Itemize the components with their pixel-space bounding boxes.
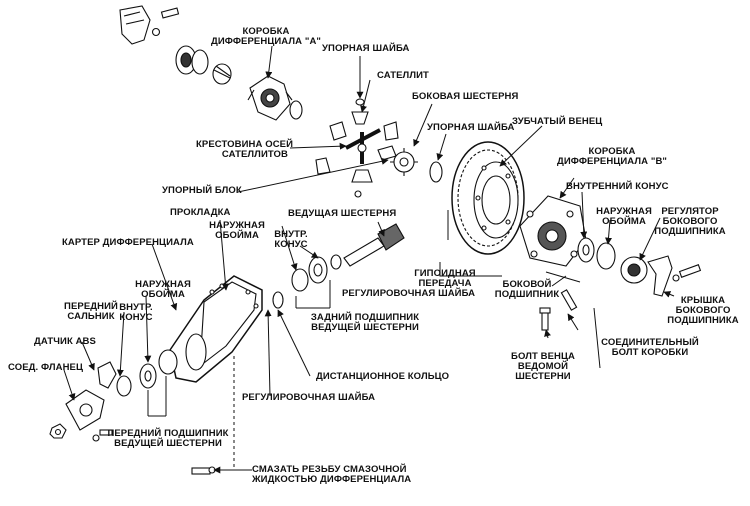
label-naruzhnaya-oboima-left: НАРУЖНАЯ ОБОЙМА — [135, 279, 191, 300]
side-gear-icon — [390, 148, 418, 176]
label-regulirovochnaya-1: РЕГУЛИРОВОЧНАЯ ШАЙБА — [342, 288, 476, 299]
label-vnutr-konus-mid: ВНУТР. КОНУС — [274, 229, 308, 250]
front-seal-icon — [116, 375, 132, 397]
case-bolt-icon — [560, 289, 578, 311]
label-bokovaya-shesternya: БОКОВАЯ ШЕСТЕРНЯ — [412, 91, 519, 102]
label-satellit: САТЕЛЛИТ — [377, 70, 429, 81]
bolt-top-icon — [151, 7, 180, 37]
label-gipoidnaya: ГИПОИДНАЯ ПЕРЕДАЧА — [414, 268, 476, 289]
label-soedinitelny-bolt: СОЕДИНИТЕЛЬНЫЙ БОЛТ КОРОБКИ — [601, 337, 699, 358]
cap-bolt-right-icon — [672, 264, 702, 282]
spacer-ring-icon — [272, 291, 284, 309]
abs-sensor-icon — [97, 361, 117, 389]
ring-gear-bolt-icon — [539, 307, 551, 331]
ring-gear-icon — [451, 141, 525, 255]
label-upornaya-shaiba-1: УПОРНАЯ ШАЙБА — [322, 43, 410, 54]
label-regulirovochnaya-2: РЕГУЛИРОВОЧНАЯ ШАЙБА — [242, 392, 376, 403]
bearing-adjuster-icon — [620, 256, 648, 284]
carrier-bolt-icon — [191, 466, 216, 475]
label-datchik-abs: ДАТЧИК ABS — [34, 336, 96, 347]
front-pinion-bearing-icon — [139, 349, 178, 389]
abs-bolt-icon — [92, 429, 113, 442]
label-peredniy-salnik: ПЕРЕДНИЙ САЛЬНИК — [64, 301, 118, 322]
label-prokladka: ПРОКЛАДКА — [170, 207, 231, 218]
label-vnutrenny-konus: ВНУТРЕННИЙ КОНУС — [566, 181, 669, 192]
label-vnutr-konus-left: ВНУТР. КОНУС — [119, 302, 153, 323]
label-peredniy-podshipnik: ПЕРЕДНИЙ ПОДШИПНИК ВЕДУЩЕЙ ШЕСТЕРНИ — [107, 428, 229, 449]
label-distantsionnoe: ДИСТАНЦИОННОЕ КОЛЬЦО — [316, 371, 450, 382]
cross-shaft-icon — [345, 128, 381, 164]
label-bokovoy-podshipnik: БОКОВОЙ ПОДШИПНИК — [494, 279, 560, 300]
label-upornaya-shaiba-2: УПОРНАЯ ШАЙБА — [427, 122, 515, 133]
label-regulyator: РЕГУЛЯТОР БОКОВОГО ПОДШИПНИКА — [654, 206, 726, 237]
pinion-gears-icon — [315, 98, 399, 183]
thrust-washer-b-icon — [429, 161, 443, 183]
thrust-washer-a-icon — [289, 100, 303, 120]
flange-nut-icon — [49, 423, 67, 439]
label-naruzhnaya-oboima-mid: НАРУЖНАЯ ОБОЙМА — [209, 220, 265, 241]
companion-flange-icon — [65, 389, 105, 431]
label-soed-flanets: СОЕД. ФЛАНЕЦ — [8, 362, 84, 373]
label-vedushaya-shesternya: ВЕДУЩАЯ ШЕСТЕРНЯ — [288, 208, 397, 219]
label-krestovina: КРЕСТОВИНА ОСЕЙ САТЕЛЛИТОВ — [196, 139, 294, 160]
outer-race-right-icon — [596, 242, 616, 270]
differential-case-b-icon — [519, 195, 587, 267]
rear-pinion-bearing-icon — [291, 254, 342, 292]
label-smazat: СМАЗАТЬ РЕЗЬБУ СМАЗОЧНОЙ ЖИДКОСТЬЮ ДИФФЕ… — [252, 464, 412, 485]
label-zadniy-podshipnik: ЗАДНИЙ ПОДШИПНИК ВЕДУЩЕЙ ШЕСТЕРНИ — [310, 312, 420, 333]
inner-cone-right-icon — [577, 237, 595, 263]
thrust-block-icon — [377, 145, 397, 161]
differential-case-a-icon — [247, 75, 293, 121]
label-bolt-ventsa: БОЛТ ВЕНЦА ВЕДОМОЙ ШЕСТЕРНИ — [511, 351, 575, 382]
label-krysha: КРЫШКА БОКОВОГО ПОДШИПНИКА — [667, 295, 739, 326]
label-karter: КАРТЕР ДИФФЕРЕНЦИАЛА — [62, 237, 194, 248]
bearing-cap-top-icon — [119, 5, 151, 45]
drive-pinion-icon — [343, 223, 405, 267]
label-uporny-blok: УПОРНЫЙ БЛОК — [162, 185, 242, 196]
bearing-cap-right-icon — [647, 255, 673, 297]
label-korobka-a: КОРОБКА ДИФФЕРЕНЦИАЛА "А" — [210, 26, 322, 47]
side-bearing-a-icon — [175, 45, 232, 85]
label-korobka-b: КОРОБКА ДИФФЕРЕНЦИАЛА "В" — [556, 146, 668, 167]
label-naruzhnaya-oboima-right: НАРУЖНАЯ ОБОЙМА — [596, 206, 652, 227]
label-zubchaty-venets: ЗУБЧАТЫЙ ВЕНЕЦ — [512, 116, 603, 127]
